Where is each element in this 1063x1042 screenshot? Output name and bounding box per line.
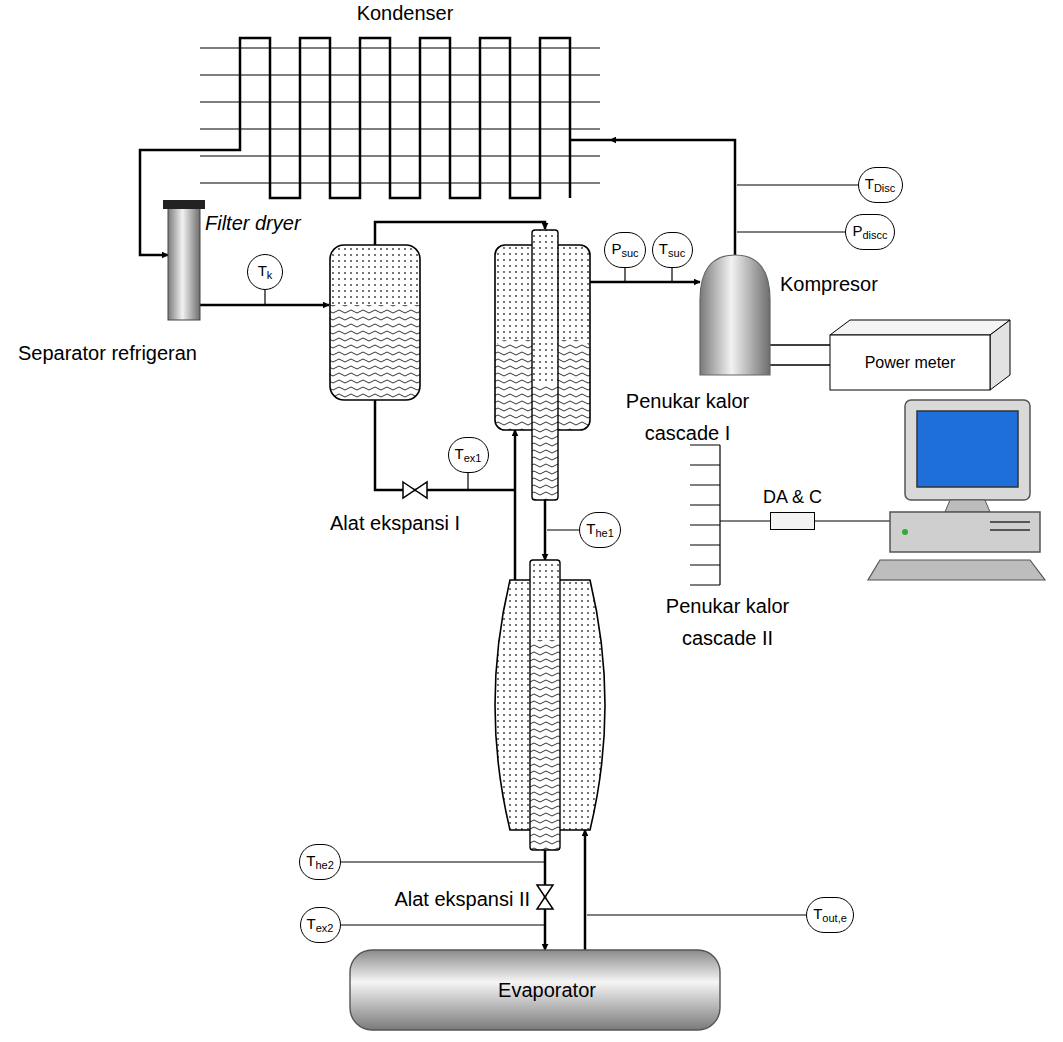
sensor-label: Tsuc <box>659 241 685 259</box>
part-name: Evaporator <box>350 950 744 1030</box>
refrigerant-pipe <box>584 830 587 950</box>
sensor-gauge: The1 <box>579 512 621 548</box>
part-label: Alat ekspansi II <box>394 888 530 911</box>
sensor-gauge: Psuc <box>604 232 646 268</box>
inner-tube <box>532 385 558 500</box>
box-top <box>830 320 1010 335</box>
shape-outline <box>495 580 605 830</box>
pipe-lines <box>200 222 830 490</box>
part-name: Penukar kalor cascade II <box>645 590 810 654</box>
part-name: Kondenser <box>200 2 610 25</box>
part-name: Penukar kalor cascade I <box>605 385 770 449</box>
shape-outline <box>200 0 610 205</box>
sensor-label: Tk <box>258 263 273 281</box>
condenser: Kondenser <box>200 0 610 205</box>
shape-outline <box>168 200 200 320</box>
power-meter: Power meter <box>830 320 1010 390</box>
compressor-dome <box>700 255 770 375</box>
signal-bus <box>690 445 890 585</box>
sensor-leaders <box>265 185 880 925</box>
sensor-gauge: Tex2 <box>300 907 341 943</box>
sensor-gauge: Tk <box>247 254 283 290</box>
sensor-label: TDisc <box>865 176 896 194</box>
tube-outline <box>530 560 560 850</box>
refrigerant-pipe <box>514 430 517 580</box>
sensor-label: Psuc <box>611 241 638 259</box>
tube-outline <box>532 230 558 500</box>
pipe <box>375 400 515 490</box>
sensor-gauge: Tsuc <box>652 232 693 268</box>
box-front <box>830 335 990 390</box>
shape-outline <box>700 255 770 375</box>
cascade-heat-exchanger: Penukar kalor cascade I <box>495 245 590 430</box>
cascade-heat-exchanger: Penukar kalor cascade II <box>495 580 605 830</box>
expansion-valve <box>403 482 427 498</box>
expansion-valve <box>537 885 553 909</box>
part-label: Alat ekspansi I <box>330 512 460 535</box>
separator-vessel <box>330 245 420 400</box>
box-side <box>990 320 1010 390</box>
filter-dryer: Separator refrigeran <box>168 200 200 320</box>
data-acquisition-box: DA & C <box>770 512 815 530</box>
inner-tube <box>530 640 560 850</box>
part-name: Kompresor <box>780 273 878 296</box>
filter-body <box>168 208 200 320</box>
sensor-label: Tex2 <box>307 916 334 934</box>
power-cable <box>770 344 830 346</box>
sensor-gauge: Tout,e <box>806 897 854 933</box>
sensor-gauge: TDisc <box>858 167 903 203</box>
computer-icon <box>868 400 1045 580</box>
filter-cap <box>163 200 205 209</box>
sensor-label: Tex1 <box>455 446 482 464</box>
shape-outline <box>495 245 590 430</box>
part-name: DA & C <box>763 487 822 508</box>
compressor: Kompresor <box>700 255 770 375</box>
pipe <box>375 222 545 245</box>
refrigerant-pipe <box>590 281 700 284</box>
sensor-gauge: Pdiscc <box>845 214 895 250</box>
sensor-label: Tout,e <box>813 906 847 924</box>
inner-tube <box>530 560 560 640</box>
part-name: Power meter <box>830 335 990 390</box>
sensor-label: The1 <box>586 521 614 539</box>
part-label: Filter dryer <box>205 212 301 235</box>
evaporator: Evaporator <box>350 950 744 1030</box>
refrigerant-pipe <box>544 500 547 560</box>
sensor-gauge: Tex1 <box>448 437 489 473</box>
sensor-label: The2 <box>306 853 334 871</box>
pipe <box>200 304 329 307</box>
inner-tube <box>532 230 558 385</box>
power-cable <box>770 364 830 366</box>
sensor-label: Pdiscc <box>852 223 887 241</box>
sensor-gauge: The2 <box>299 844 341 880</box>
part-name: Separator refrigeran <box>18 342 197 365</box>
condenser-coil <box>200 38 610 198</box>
